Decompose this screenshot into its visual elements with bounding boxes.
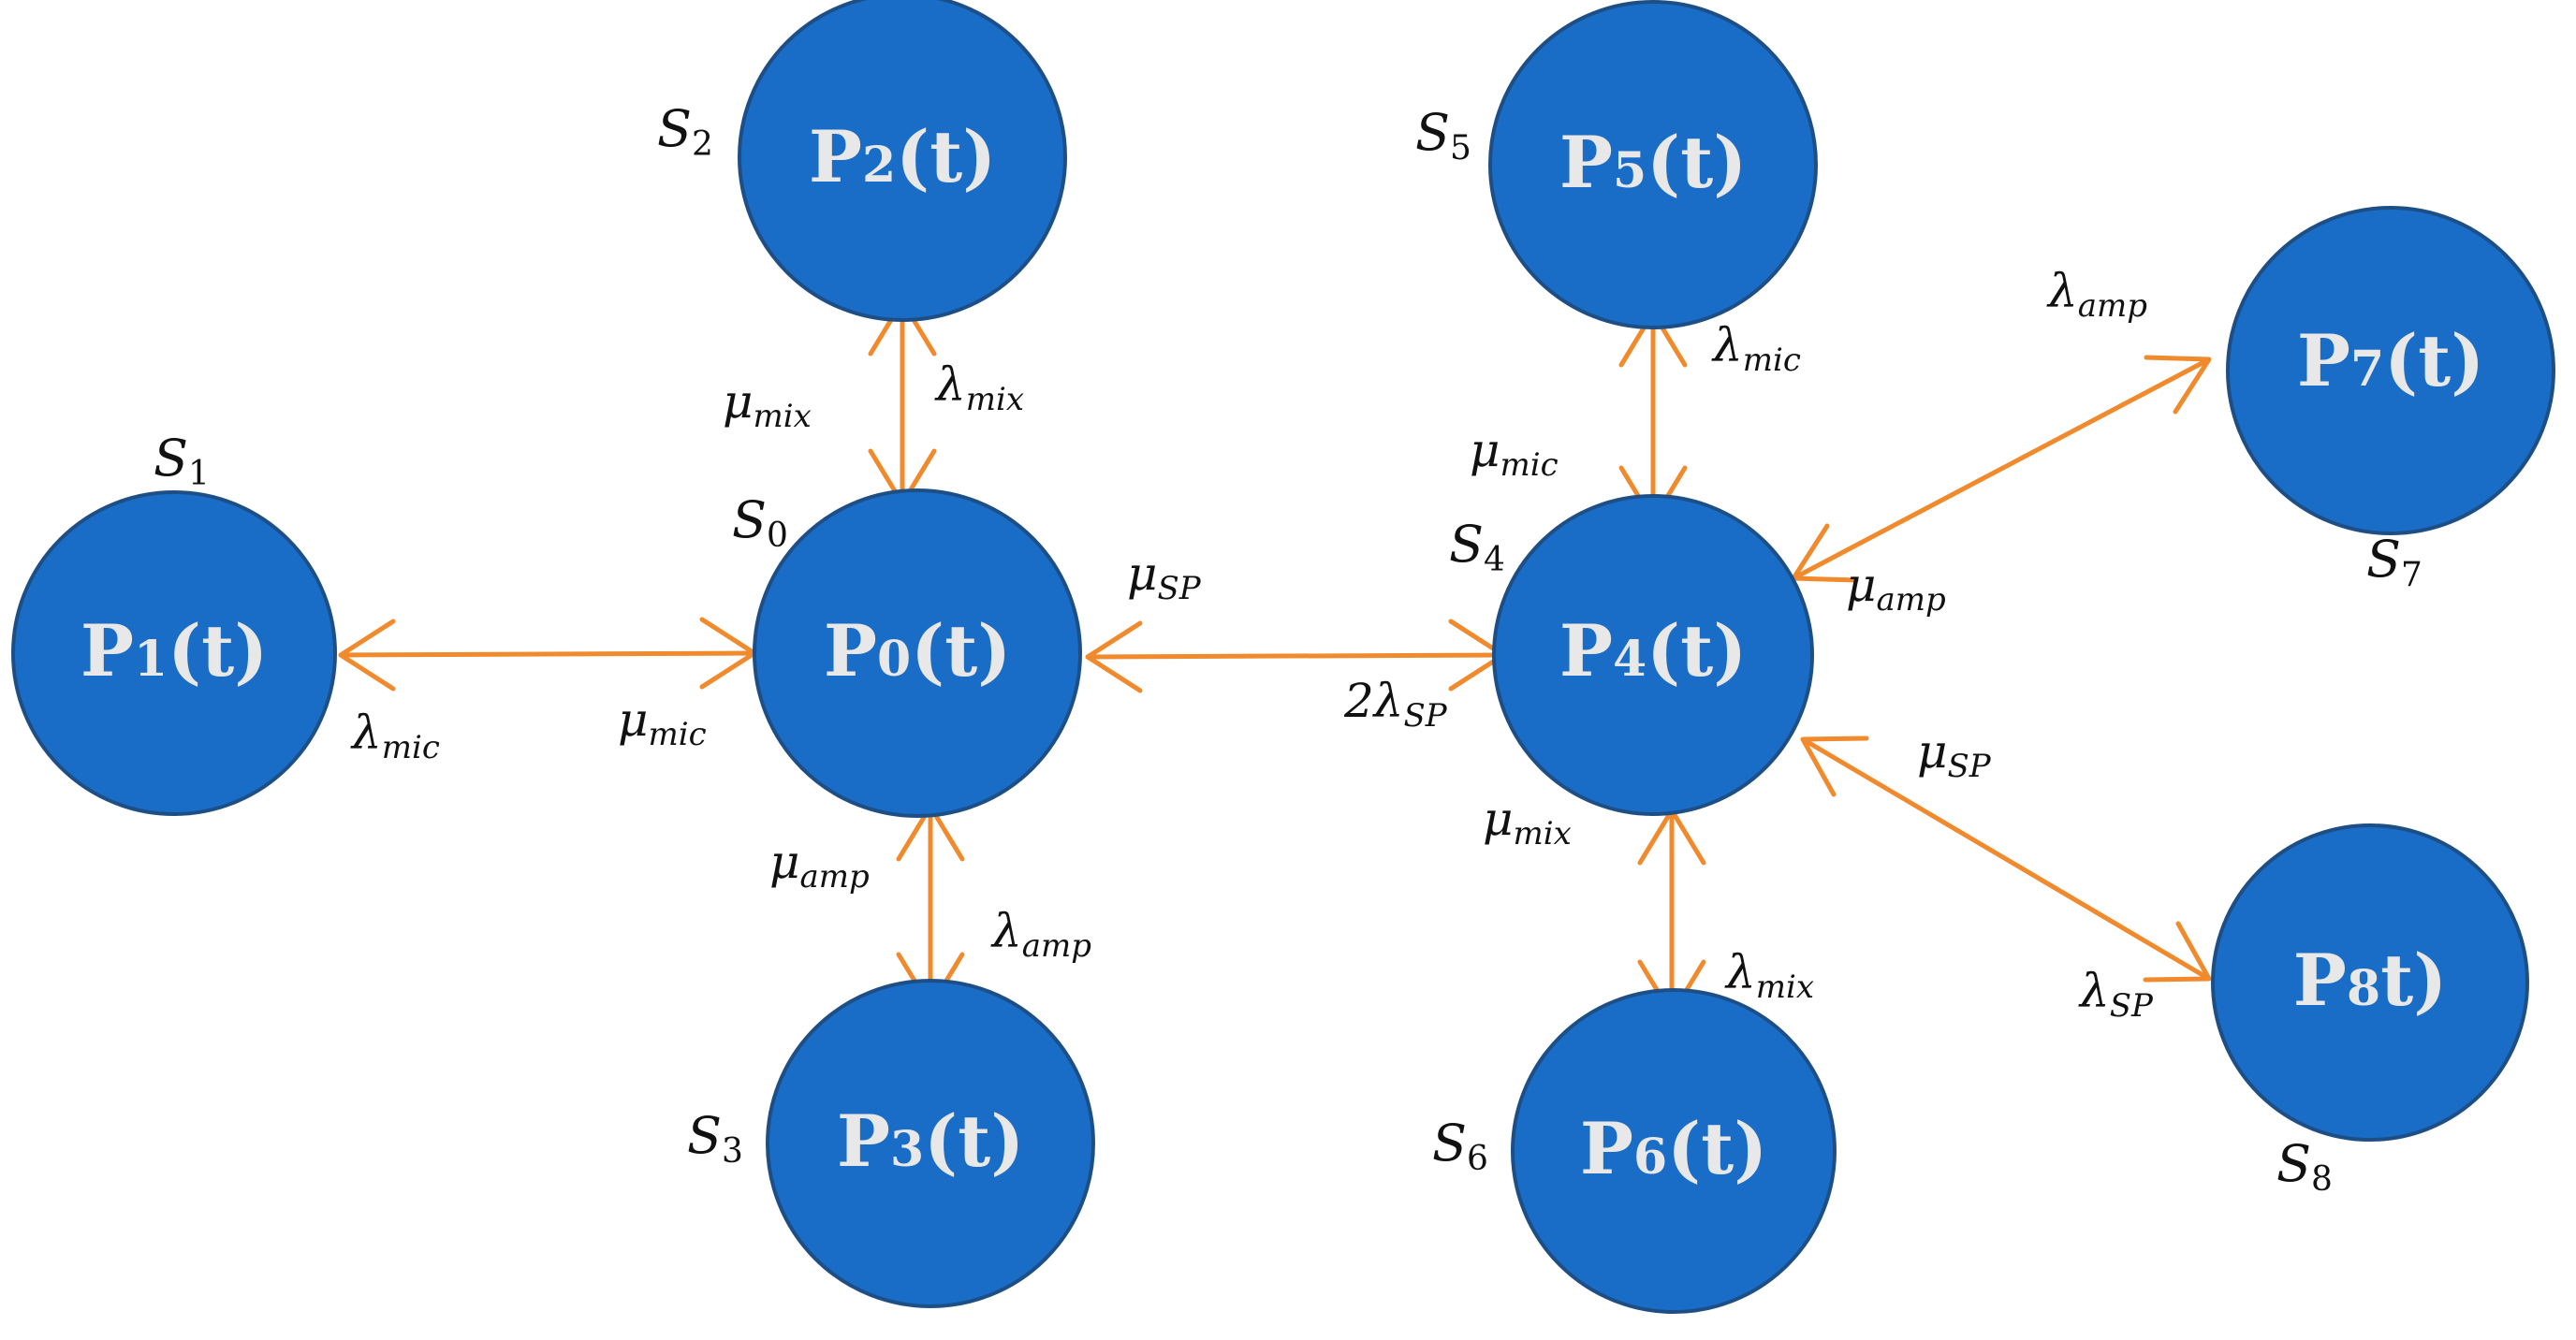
edge-s4-s6 [1637, 808, 1706, 1017]
edge-s0-s4 [1085, 619, 1506, 693]
state-label-s4: S4 [1449, 515, 1505, 579]
rate-label-mu-amp-s3: μamp [769, 835, 870, 896]
state-node-s1: P1(t) [11, 490, 337, 816]
rate-label-mu-mix-s6: μmix [1483, 792, 1572, 852]
state-label-s2: S2 [657, 99, 713, 164]
state-node-s3: P3(t) [766, 979, 1095, 1308]
svg-text:P5(t): P5(t) [1559, 121, 1747, 204]
state-node-s8: P8t) [2211, 823, 2529, 1142]
state-label-s5: S5 [1415, 103, 1471, 168]
edge-s4-s8 [1800, 736, 2212, 983]
state-node-s6: P6(t) [1511, 988, 1837, 1314]
state-label-s8: S8 [2276, 1134, 2333, 1199]
rate-label-mu-mix-s2: μmix [723, 374, 812, 435]
svg-text:P8t): P8t) [2293, 939, 2447, 1022]
svg-text:P4(t): P4(t) [1559, 609, 1747, 692]
state-label-s7: S7 [2366, 530, 2422, 594]
edge-s0-s3 [896, 804, 965, 1010]
edge-s0-s2 [868, 299, 937, 506]
rate-label-lambda-mix-s6: λmix [1724, 945, 1814, 1006]
state-label-s3: S3 [687, 1106, 743, 1171]
svg-text:P7(t): P7(t) [2297, 319, 2484, 402]
rate-label-mu-mic-s5: μmic [1470, 423, 1559, 484]
svg-text:P0(t): P0(t) [824, 609, 1011, 692]
state-node-s2: P2(t) [738, 0, 1067, 322]
rate-label-lambda-mic-s1: λmic [350, 706, 440, 766]
edge-s4-s5 [1618, 310, 1688, 523]
state-node-s5: P5(t) [1488, 0, 1818, 329]
rate-label-mu-mic-s1: μmic [618, 692, 707, 753]
state-node-s0: P0(t) [753, 488, 1082, 818]
rate-label-mu-sp-s8: μSP [1917, 724, 1992, 785]
rate-label-lambda-sp-s8: λSP [2078, 964, 2154, 1025]
rate-label-mu-sp-s4: μSP [1127, 546, 1202, 607]
rate-label-lambda-mix-s2: λmix [934, 357, 1024, 418]
svg-text:P1(t): P1(t) [80, 609, 268, 692]
state-label-s1: S1 [154, 429, 210, 493]
state-node-s7: P7(t) [2226, 206, 2555, 535]
rate-label-lambda-amp-s7: λamp [2046, 264, 2147, 325]
rate-label-lambda-amp-s3: λamp [990, 904, 1091, 965]
edge-s0-s1 [338, 617, 757, 692]
state-label-s6: S6 [1432, 1114, 1488, 1178]
rate-label-2lambda-sp-s4: 2λSP [1343, 674, 1448, 735]
state-label-s0: S0 [732, 490, 788, 555]
svg-text:P2(t): P2(t) [809, 115, 996, 198]
svg-text:P3(t): P3(t) [837, 1100, 1024, 1183]
svg-text:P6(t): P6(t) [1580, 1107, 1767, 1190]
rate-label-mu-amp-s7: μamp [1846, 558, 1946, 619]
edge-s4-s7 [1791, 355, 2212, 583]
rate-label-lambda-mic-s5: λmic [1711, 318, 1801, 379]
state-node-s4: P4(t) [1492, 494, 1814, 816]
